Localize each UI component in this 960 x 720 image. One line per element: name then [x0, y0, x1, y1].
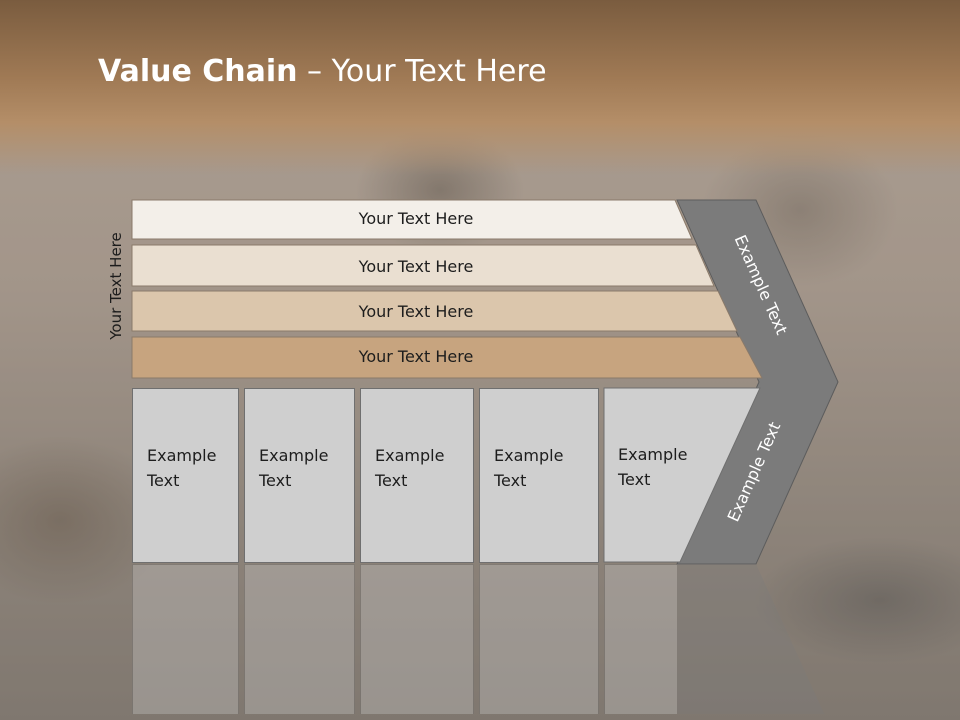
bar-2-label: Your Text Here [358, 257, 474, 276]
example-box-5: Example Text [604, 388, 688, 563]
reflection-chevron [677, 564, 838, 714]
reflection [0, 564, 960, 714]
example-box-3: Example Text [360, 388, 474, 563]
example-box-2: Example Text [244, 388, 355, 563]
box-1-line1: Example [147, 446, 217, 465]
box-2-line1: Example [259, 446, 329, 465]
box-4-line1: Example [494, 446, 564, 465]
bar-3-label: Your Text Here [358, 302, 474, 321]
box-5-shape [603, 387, 761, 563]
bar-1-label: Your Text Here [358, 209, 474, 228]
example-box-1: Example Text [132, 388, 239, 563]
box-5-line2: Text [618, 470, 651, 489]
box-3-line2: Text [375, 471, 408, 490]
title-rest: – Your Text Here [297, 54, 547, 89]
box-3-line1: Example [375, 446, 445, 465]
box-5-line1: Example [618, 445, 688, 464]
box-1-line2: Text [147, 471, 180, 490]
bar-4: Your Text Here [131, 336, 763, 379]
slide-title: Value Chain – Your Text Here [98, 54, 547, 89]
box-2-line2: Text [259, 471, 292, 490]
bar-3: Your Text Here [131, 290, 738, 332]
bar-1: Your Text Here [131, 199, 693, 240]
bar-4-label: Your Text Here [358, 347, 474, 366]
reflection-group [0, 564, 960, 714]
bar-2: Your Text Here [131, 244, 715, 287]
box-4-line2: Text [494, 471, 527, 490]
title-bold: Value Chain [98, 54, 298, 89]
title-band [0, 0, 960, 175]
example-box-4: Example Text [479, 388, 599, 563]
chevron-shape [676, 199, 839, 565]
